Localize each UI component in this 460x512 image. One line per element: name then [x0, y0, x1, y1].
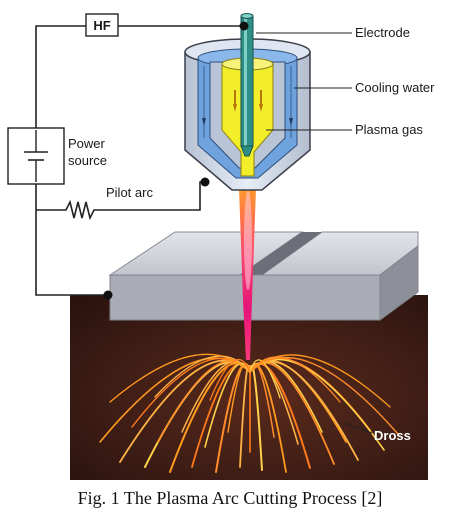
torch	[184, 13, 311, 191]
plasma-core	[244, 190, 252, 290]
electrode-label: Electrode	[355, 25, 410, 40]
pilot-arc-label: Pilot arc	[106, 185, 153, 200]
plasma-gas-label: Plasma gas	[355, 122, 423, 137]
spark-streak	[249, 354, 391, 408]
spark-streak	[249, 356, 341, 403]
electrode-highlight	[244, 16, 247, 146]
electrode-tip	[240, 145, 254, 157]
dross-sparks	[99, 353, 399, 473]
dross-label: Dross	[374, 428, 411, 443]
spark-streak	[239, 365, 251, 468]
wire-top	[35, 25, 86, 130]
power-source-label-line2: source	[68, 153, 107, 168]
circuit-wiring	[35, 25, 244, 296]
gas-flow-arrows	[233, 90, 263, 112]
cooling-water-label: Cooling water	[355, 80, 435, 95]
power-source-label-line1: Power	[68, 136, 106, 151]
hf-label: HF	[93, 18, 110, 33]
workpiece-side-face	[379, 244, 419, 321]
wire-pilot-arc	[36, 181, 205, 221]
callout-lines	[256, 32, 373, 434]
workpiece	[108, 231, 419, 321]
cooling-flow-arrows	[202, 118, 293, 126]
electrode-connection-dot	[239, 21, 249, 31]
callout-dross	[343, 422, 373, 434]
hf-box	[85, 13, 119, 37]
electrode-top	[240, 13, 254, 19]
figure-caption: Fig. 1 The Plasma Arc Cutting Process [2…	[78, 488, 383, 508]
spark-streak	[154, 355, 251, 398]
spark-streak	[209, 359, 251, 401]
nozzle-connection-dot	[200, 177, 210, 187]
spark-streak	[109, 353, 251, 403]
kerf	[240, 232, 322, 275]
workpiece-connection-dot	[103, 290, 113, 300]
wire-bottom	[35, 182, 108, 296]
